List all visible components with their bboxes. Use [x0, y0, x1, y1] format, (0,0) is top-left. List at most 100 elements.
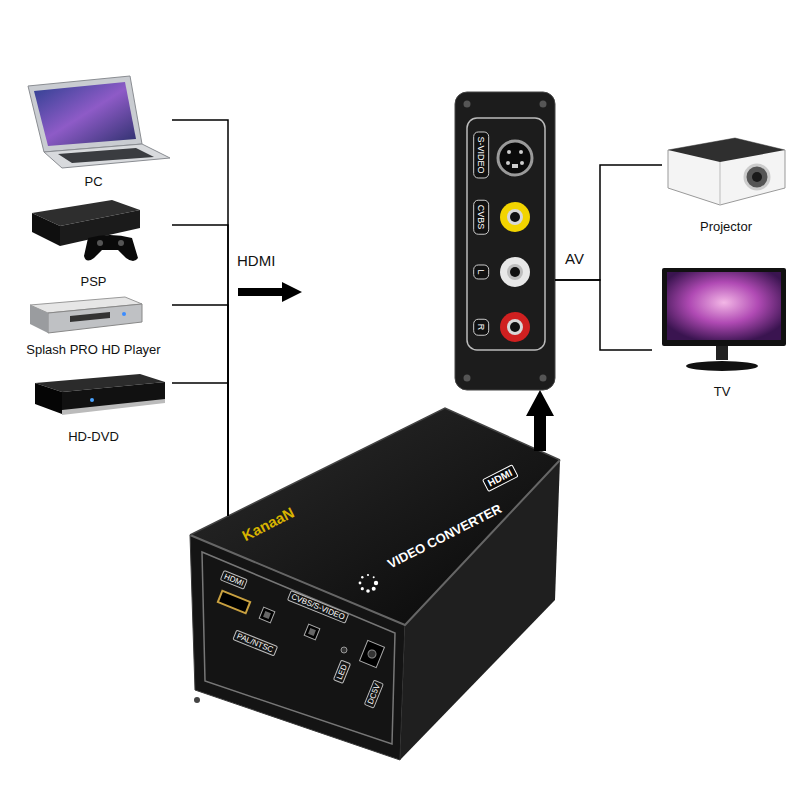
- illustration-part: [62, 399, 165, 415]
- illustration-part: [510, 212, 520, 222]
- illustration-part: [190, 408, 560, 535]
- illustration-part: [58, 148, 154, 163]
- illustration-part: [373, 576, 375, 578]
- illustration-part: [662, 268, 786, 346]
- illustration-part: [84, 235, 138, 261]
- illustration-part: [32, 213, 60, 246]
- device-caption: PSP: [80, 274, 106, 290]
- converter-box: KanaaNHDMIVIDEO CONVERTERHDMIPAL/NTSCCVB…: [185, 400, 565, 770]
- power-label: DC5V: [364, 679, 385, 709]
- illustration-part: [540, 375, 547, 382]
- port-label: CVBS: [473, 200, 489, 235]
- device-caption: TV: [714, 384, 731, 400]
- illustration-part: [30, 305, 48, 333]
- illustration-part: [455, 92, 555, 390]
- illustration-part: [507, 209, 523, 225]
- illustration-part: [745, 165, 769, 189]
- illustration-part: [308, 628, 316, 636]
- illustration-part: [367, 649, 377, 659]
- hdmi-direction-arrow: [238, 282, 302, 302]
- tv-illustration: [662, 268, 786, 371]
- illustration-part: [361, 587, 364, 590]
- converter-illustration: [190, 408, 560, 760]
- illustration-part: [752, 172, 762, 182]
- illustration-part: [28, 76, 142, 152]
- illustration-part: [304, 624, 320, 640]
- illustration-part: [118, 240, 124, 246]
- player-illustration: [30, 297, 142, 333]
- logo-text: HDMI: [482, 464, 518, 491]
- switch-label: PAL/NTSC: [232, 629, 277, 656]
- illustration-part: [70, 312, 110, 322]
- port-label: HDMI: [220, 570, 249, 590]
- device-psp: PSP: [15, 195, 172, 292]
- av-cable-line: [555, 165, 662, 280]
- av-panel-illustration: [455, 92, 555, 390]
- hdmi-cable-line: [172, 225, 228, 516]
- illustration-part: [304, 624, 320, 640]
- hdmi-cable-line: [172, 120, 228, 516]
- device-caption: PC: [84, 174, 102, 190]
- signal-name: HDMI: [237, 252, 275, 270]
- output-arrow: [526, 390, 554, 451]
- illustration-part: [218, 591, 250, 613]
- illustration-part: [686, 361, 758, 371]
- indicator-label: LED: [333, 660, 351, 684]
- illustration-part: [359, 582, 362, 585]
- av-output-panel: S-VIDEO CVBS L R: [455, 92, 555, 390]
- laptop-illustration: [28, 76, 170, 168]
- port-label: R: [473, 319, 489, 336]
- illustration-part: [190, 535, 405, 760]
- device-caption: Projector: [700, 219, 752, 235]
- illustration-part: [218, 591, 250, 613]
- illustration-part: [259, 607, 275, 623]
- av-cable-line: [555, 280, 652, 350]
- illustration-part: [48, 304, 142, 333]
- hdmi-cable-line: [172, 305, 228, 516]
- illustration-part: [500, 202, 530, 232]
- illustration-part: [716, 346, 728, 360]
- illustration-part: [720, 162, 721, 205]
- console-illustration: [32, 200, 140, 261]
- illustration-part: [540, 101, 547, 108]
- illustration-part: [519, 150, 523, 154]
- illustration-part: [667, 272, 781, 340]
- illustration-part: [259, 607, 275, 623]
- illustration-part: [500, 257, 530, 287]
- illustration-part: [400, 460, 560, 760]
- illustration-part: [507, 150, 511, 154]
- illustration-part: [360, 640, 385, 667]
- brand-name: KanaaN: [239, 504, 297, 545]
- illustration-part: [506, 161, 510, 165]
- product-name: VIDEO CONVERTER: [386, 502, 505, 572]
- port-label: S-VIDEO: [473, 131, 489, 178]
- illustration-part: [668, 138, 785, 162]
- device-caption: HD-DVD: [68, 429, 119, 445]
- illustration-part: [90, 398, 94, 402]
- illustration-part: [467, 118, 545, 350]
- illustration-part: [464, 375, 471, 382]
- illustration-part: [202, 552, 395, 744]
- illustration-part: [35, 383, 62, 414]
- illustration-part: [367, 574, 369, 576]
- port-label: L: [473, 264, 489, 279]
- illustration-part: [263, 611, 271, 619]
- device-caption: Splash PRO HD Player: [26, 342, 160, 358]
- device-tv: TV: [652, 262, 792, 402]
- illustration-part: [668, 138, 785, 205]
- illustration-part: [520, 161, 524, 165]
- illustration-part: [507, 264, 523, 280]
- device-projector: Projector: [662, 125, 790, 237]
- illustration-part: [44, 144, 170, 168]
- illustration-part: [97, 240, 103, 246]
- illustration-part: [34, 82, 136, 146]
- illustration-part: [62, 382, 165, 414]
- illustration-part: [366, 589, 370, 593]
- illustration-part: [360, 640, 385, 667]
- projector-illustration: [668, 138, 785, 205]
- illustration-part: [361, 576, 363, 578]
- illustration-part: [374, 581, 378, 585]
